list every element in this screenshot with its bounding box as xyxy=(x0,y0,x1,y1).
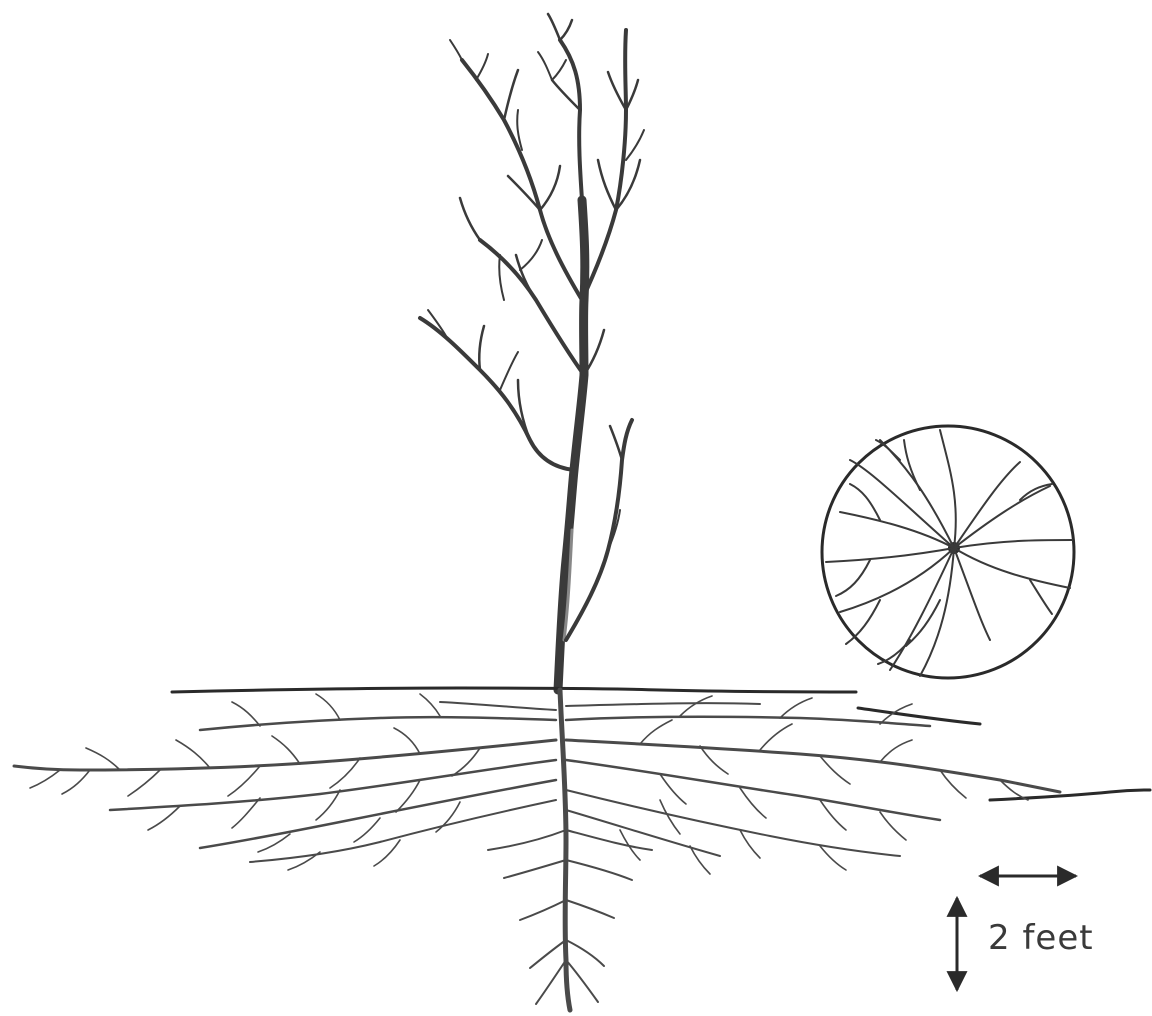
root-spread-top-view xyxy=(822,426,1074,678)
top-view-roots xyxy=(826,430,1072,676)
root-system xyxy=(14,690,1060,1010)
tree-crown xyxy=(420,14,644,690)
scale-label: 2 feet xyxy=(988,918,1094,958)
